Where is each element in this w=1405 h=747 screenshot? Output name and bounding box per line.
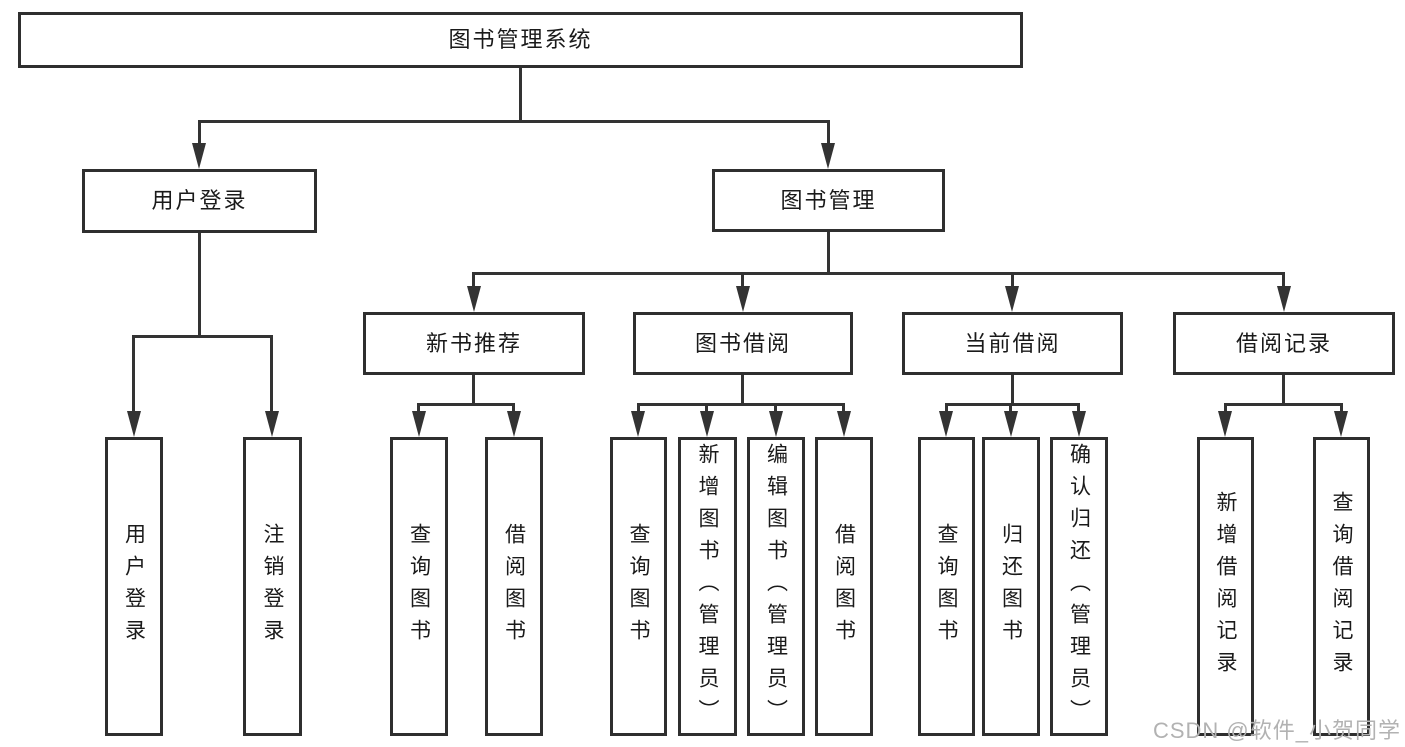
node-user-login: 用户登录: [82, 169, 317, 233]
connector-bus-level2: [198, 120, 830, 123]
connector-stem: [1011, 272, 1014, 287]
node-label: 查询借阅记录: [1330, 490, 1353, 683]
node-cur-query-books: 查询图书: [918, 437, 975, 736]
arrowhead-icon: [769, 411, 783, 437]
arrowhead-icon: [412, 411, 426, 437]
node-label: 当前借阅: [964, 330, 1061, 356]
arrowhead-icon: [700, 411, 714, 437]
arrowhead-icon: [821, 143, 835, 169]
connector-stem: [1224, 403, 1227, 412]
arrowhead-icon: [837, 411, 851, 437]
node-label: 图书管理系统: [448, 27, 593, 52]
connector-bus-level3: [472, 272, 1285, 275]
connector-group-feed: [472, 375, 475, 403]
node-bor-borrow-books: 借阅图书: [815, 437, 873, 736]
connector-stem: [827, 120, 830, 144]
connector-stem: [774, 403, 777, 412]
node-label: 查询图书: [935, 522, 958, 651]
connector-stem: [1009, 403, 1012, 412]
arrowhead-icon: [192, 143, 206, 169]
node-leaf-user-login: 用户登录: [105, 437, 163, 736]
node-label: 借阅记录: [1235, 330, 1332, 356]
arrowhead-icon: [736, 286, 750, 312]
node-label: 用户登录: [151, 188, 248, 213]
node-book-management: 图书管理: [712, 169, 945, 232]
node-label: 编辑图书（管理员）: [764, 442, 788, 731]
node-label: 借阅图书: [832, 522, 856, 651]
connector-stem: [198, 120, 201, 144]
arrowhead-icon: [127, 411, 141, 437]
connector-stem: [132, 335, 135, 412]
connector-bus-borrow-records: [1224, 403, 1343, 406]
arrowhead-icon: [631, 411, 645, 437]
connector-stem: [637, 403, 640, 412]
node-label: 新书推荐: [425, 330, 522, 356]
arrowhead-icon: [467, 286, 481, 312]
node-label: 确认归还（管理员）: [1067, 442, 1091, 731]
node-rec-query-books: 查询图书: [390, 437, 448, 736]
arrowhead-icon: [1218, 411, 1232, 437]
node-label: 注销登录: [261, 522, 284, 651]
node-label: 新增借阅记录: [1214, 490, 1237, 683]
connector-stem: [472, 272, 475, 287]
connector-stem: [1077, 403, 1080, 412]
node-leaf-logout: 注销登录: [243, 437, 302, 736]
node-bor-edit-books-admin: 编辑图书（管理员）: [747, 437, 805, 736]
node-rec-borrow-books: 借阅图书: [485, 437, 543, 736]
node-cur-confirm-return-admin: 确认归还（管理员）: [1050, 437, 1108, 736]
node-current-borrowing: 当前借阅: [902, 312, 1123, 375]
node-book-management-system: 图书管理系统: [18, 12, 1023, 68]
connector-bus-user-login: [132, 335, 273, 338]
watermark: CSDN @软件_小贺同学: [1152, 718, 1401, 743]
connector-bus-current-borrow: [945, 403, 1080, 406]
arrowhead-icon: [1277, 286, 1291, 312]
node-label: 图书借阅: [694, 330, 791, 356]
node-label: 查询图书: [407, 522, 431, 651]
node-label: 新增图书（管理员）: [696, 442, 719, 731]
arrowhead-icon: [939, 411, 953, 437]
connector-stem: [842, 403, 845, 412]
node-label: 图书管理: [780, 187, 877, 213]
node-query-borrow-record: 查询借阅记录: [1313, 437, 1370, 736]
connector-book-mgmt-feed: [827, 232, 830, 272]
node-new-book-recommend: 新书推荐: [363, 312, 585, 375]
arrowhead-icon: [1334, 411, 1348, 437]
connector-group-feed: [741, 375, 744, 403]
connector-stem: [1340, 403, 1343, 412]
connector-stem: [270, 335, 273, 412]
node-label: 用户登录: [122, 522, 146, 651]
node-book-borrowing: 图书借阅: [633, 312, 853, 375]
node-bor-query-books: 查询图书: [610, 437, 667, 736]
connector-stem: [705, 403, 708, 412]
node-label: 借阅图书: [502, 522, 526, 651]
arrowhead-icon: [507, 411, 521, 437]
connector-stem: [417, 403, 420, 412]
connector-root-feed: [519, 68, 522, 120]
node-borrowing-records: 借阅记录: [1173, 312, 1395, 375]
connector-group-feed: [1282, 375, 1285, 403]
connector-stem: [512, 403, 515, 412]
connector-stem: [1282, 272, 1285, 287]
arrowhead-icon: [265, 411, 279, 437]
connector-stem: [741, 272, 744, 287]
connector-bus-book-borrow: [637, 403, 845, 406]
arrowhead-icon: [1004, 411, 1018, 437]
node-bor-add-books-admin: 新增图书（管理员）: [678, 437, 737, 736]
connector-stem: [945, 403, 948, 412]
arrowhead-icon: [1072, 411, 1086, 437]
connector-user-login-feed: [198, 233, 201, 335]
arrowhead-icon: [1005, 286, 1019, 312]
node-label: 查询图书: [627, 522, 650, 651]
node-label: 归还图书: [999, 522, 1023, 651]
connector-bus-new-book: [417, 403, 515, 406]
connector-group-feed: [1011, 375, 1014, 403]
node-cur-return-books: 归还图书: [982, 437, 1040, 736]
node-add-borrow-record: 新增借阅记录: [1197, 437, 1254, 736]
